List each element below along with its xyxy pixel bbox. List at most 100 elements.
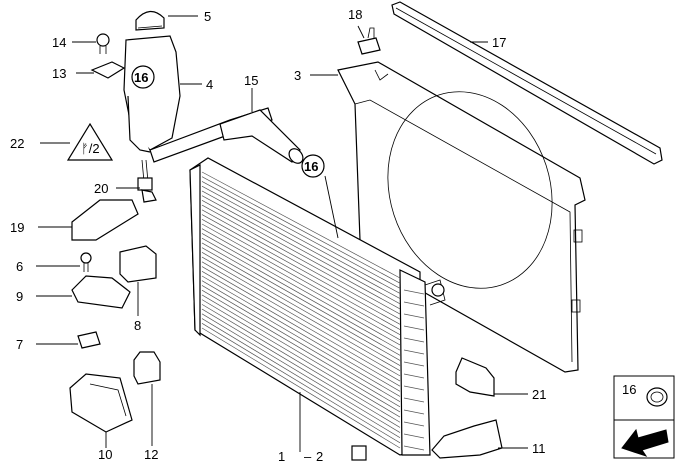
- radiator-tank-rib: [403, 397, 425, 403]
- callout-5: 5: [204, 9, 211, 24]
- radiator-fin: [201, 200, 401, 310]
- radiator-fin: [201, 247, 401, 361]
- bracket-21: [455, 357, 495, 397]
- callout-8: 8: [134, 318, 141, 333]
- callout-21: 21: [532, 387, 546, 402]
- radiator-fin: [201, 266, 401, 382]
- callout-13: 13: [52, 66, 66, 81]
- radiator-tank-rib: [403, 385, 425, 391]
- radiator-fin: [201, 214, 401, 325]
- callout-14: 14: [52, 35, 66, 50]
- bolt-18: [357, 27, 381, 55]
- bracket-9: [71, 275, 131, 309]
- radiator-fin: [201, 318, 401, 438]
- callout-19: 19: [10, 220, 24, 235]
- radiator-tank-rib: [403, 289, 425, 295]
- radiator-fin: [201, 261, 401, 377]
- radiator-tank-rib: [403, 421, 425, 427]
- callout-9: 9: [16, 289, 23, 304]
- radiator-fin: [201, 289, 401, 408]
- seal-strip: [391, 1, 663, 165]
- callout-16-hose: 16: [304, 159, 318, 174]
- radiator-fin: [201, 223, 401, 335]
- radiator-fin: [201, 209, 401, 320]
- radiator-fin: [201, 190, 401, 299]
- callout-circle-16a: [131, 65, 155, 89]
- radiator-fin: [201, 270, 401, 387]
- radiator-fin: [201, 252, 401, 366]
- fan-shroud: [337, 61, 586, 373]
- callout-15: 15: [244, 73, 258, 88]
- air-duct-10: [69, 373, 133, 433]
- callout-circle-16b: [301, 154, 325, 178]
- radiator-fin: [201, 285, 401, 402]
- callout-labels: 1 2 3 4 5 6 7 8 9 10 11 12 13 14 15 17 1…: [10, 7, 546, 464]
- radiator-fin: [201, 322, 401, 444]
- radiator-fin: [201, 171, 401, 279]
- callout-20: 20: [94, 181, 108, 196]
- callout-12: 12: [144, 447, 158, 461]
- radiator-tank-rib: [403, 349, 425, 355]
- radiator-tank-rib: [403, 313, 425, 319]
- arrow-icon: [621, 428, 669, 457]
- radiator-fin: [201, 308, 401, 428]
- callout-6: 6: [16, 259, 23, 274]
- callout-3: 3: [294, 68, 301, 83]
- radiator-fin: [201, 181, 401, 289]
- callout-4: 4: [206, 77, 213, 92]
- radiator-fin: [201, 275, 401, 392]
- radiator-tank-rib: [403, 433, 425, 439]
- radiator-fin: [201, 299, 401, 418]
- callout-1: 1: [278, 449, 285, 461]
- nut-7: [77, 331, 101, 349]
- rubber-mount-12: [133, 351, 161, 385]
- radiator-tank-rib: [403, 301, 425, 307]
- screw-14: [96, 33, 110, 54]
- rubber-mount-8: [119, 245, 157, 283]
- radiator-tank-rib: [403, 361, 425, 367]
- drain-plug-2: [351, 445, 367, 461]
- hose-clamp-icon: [646, 387, 668, 407]
- radiator-tank-rib: [403, 373, 425, 379]
- radiator-fin: [201, 304, 401, 423]
- leader-lines: [36, 15, 528, 452]
- radiator-tank-rib: [403, 337, 425, 343]
- radiator: [189, 157, 446, 456]
- radiator-tank-rib: [403, 445, 425, 451]
- callout-16-tank: 16: [134, 70, 148, 85]
- callout-7: 7: [16, 337, 23, 352]
- radiator-fin: [201, 327, 401, 449]
- air-duct-11: [431, 419, 503, 459]
- callout-dash: –: [304, 449, 312, 461]
- bracket-19: [71, 199, 139, 241]
- screw-6: [80, 252, 92, 272]
- callout-22: 22: [10, 136, 24, 151]
- radiator-fin: [201, 294, 401, 413]
- legend-box-label: 16: [622, 382, 636, 397]
- radiator-fin: [201, 280, 401, 397]
- radiator-fin: [201, 176, 401, 284]
- radiator-fin: [201, 256, 401, 372]
- clip-13: [90, 61, 126, 79]
- callout-18: 18: [348, 7, 362, 22]
- radiator-tank-rib: [403, 409, 425, 415]
- warning-label-22: ᚠ/2: [66, 122, 114, 161]
- legend-box: 16: [613, 375, 675, 459]
- radiator-fin: [201, 204, 401, 315]
- radiator-tank-rib: [403, 325, 425, 331]
- callout-2: 2: [316, 449, 323, 461]
- radiator-fin: [201, 237, 401, 351]
- radiator-fin: [201, 242, 401, 356]
- radiator-fin: [201, 228, 401, 341]
- callout-10: 10: [98, 447, 112, 461]
- radiator-fin: [201, 218, 401, 330]
- radiator-fin: [201, 185, 401, 294]
- sensor-20: [137, 177, 157, 203]
- radiator-fin: [201, 195, 401, 305]
- callout-11: 11: [532, 441, 546, 456]
- expansion-tank: [123, 10, 304, 183]
- radiator-fin: [201, 313, 401, 433]
- warning-label-text: ᚠ/2: [81, 141, 100, 156]
